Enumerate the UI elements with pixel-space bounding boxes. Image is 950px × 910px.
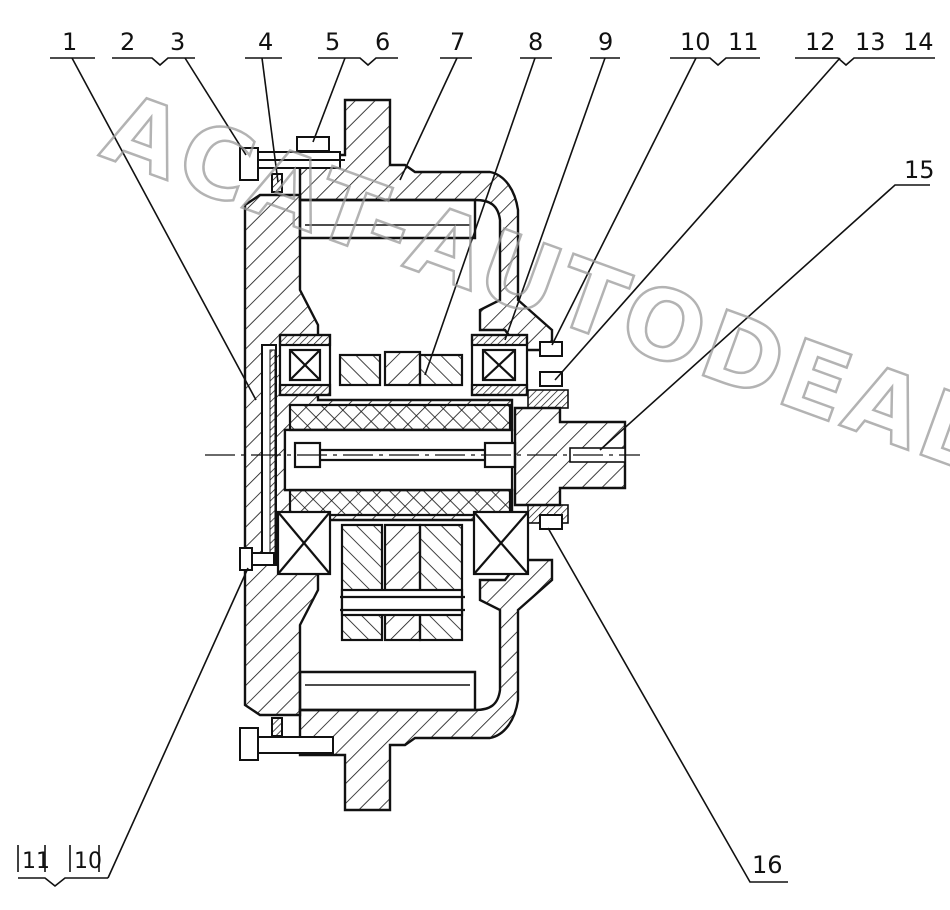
bearings [276, 333, 530, 576]
callout-3: 3 [170, 28, 185, 56]
sun-shaft [283, 403, 517, 517]
callout-8: 8 [528, 28, 543, 56]
leader-lines [18, 57, 935, 888]
callout-15: 15 [904, 156, 935, 184]
callout-11: 11 [728, 28, 759, 56]
callout-4: 4 [258, 28, 273, 56]
planet-gears [338, 350, 465, 642]
callout-7: 7 [450, 28, 465, 56]
callout-9: 9 [598, 28, 613, 56]
callout-6: 6 [375, 28, 390, 56]
callout-12: 12 [805, 28, 836, 56]
callout-box-10: 10 [74, 849, 102, 874]
callout-labels: 1 2 3 4 5 6 7 8 9 10 11 12 13 14 15 16 1… [17, 28, 935, 879]
callout-14: 14 [903, 28, 934, 56]
callout-5: 5 [325, 28, 340, 56]
callout-1: 1 [62, 28, 77, 56]
callout-16: 16 [752, 851, 783, 879]
callout-2: 2 [120, 28, 135, 56]
callout-10: 10 [680, 28, 711, 56]
bolts [239, 136, 563, 761]
output-shaft [513, 389, 627, 524]
callout-13: 13 [855, 28, 886, 56]
